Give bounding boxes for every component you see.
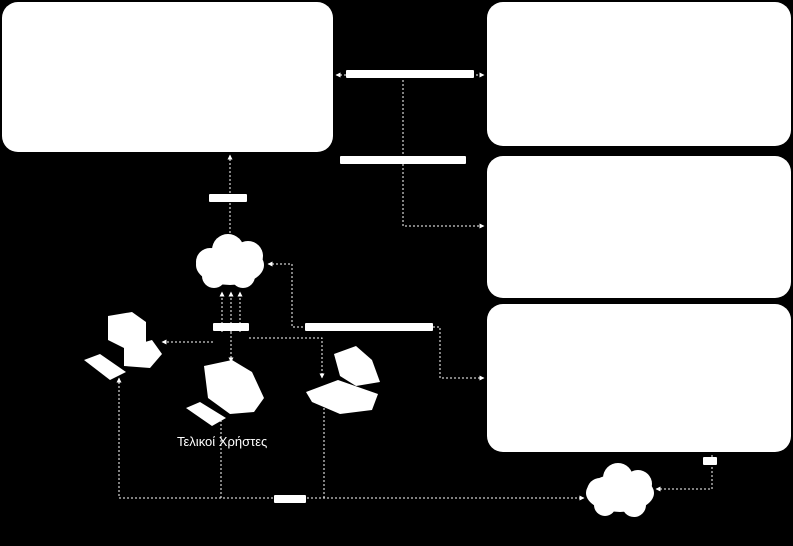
end-users-label: Τελικοί Χρήστες <box>177 434 268 449</box>
connector-cloud2-to-box <box>655 455 713 492</box>
top-left-system-box <box>2 2 333 152</box>
internet-cloud-icon <box>196 234 264 288</box>
top-right-system-box <box>487 2 791 146</box>
user-computer-icon <box>186 360 264 426</box>
connector-to-middle-box <box>402 80 485 229</box>
link-label-right-small <box>703 457 717 465</box>
network-cloud-icon <box>586 463 654 517</box>
laptop-icon <box>306 346 380 414</box>
connector-to-laptop <box>249 337 325 379</box>
desktop-computer-icon <box>84 312 162 380</box>
middle-right-system-box <box>487 156 791 298</box>
connector-bottom-bus <box>116 377 585 501</box>
connector-cloud-to-bottom-box <box>267 261 485 381</box>
